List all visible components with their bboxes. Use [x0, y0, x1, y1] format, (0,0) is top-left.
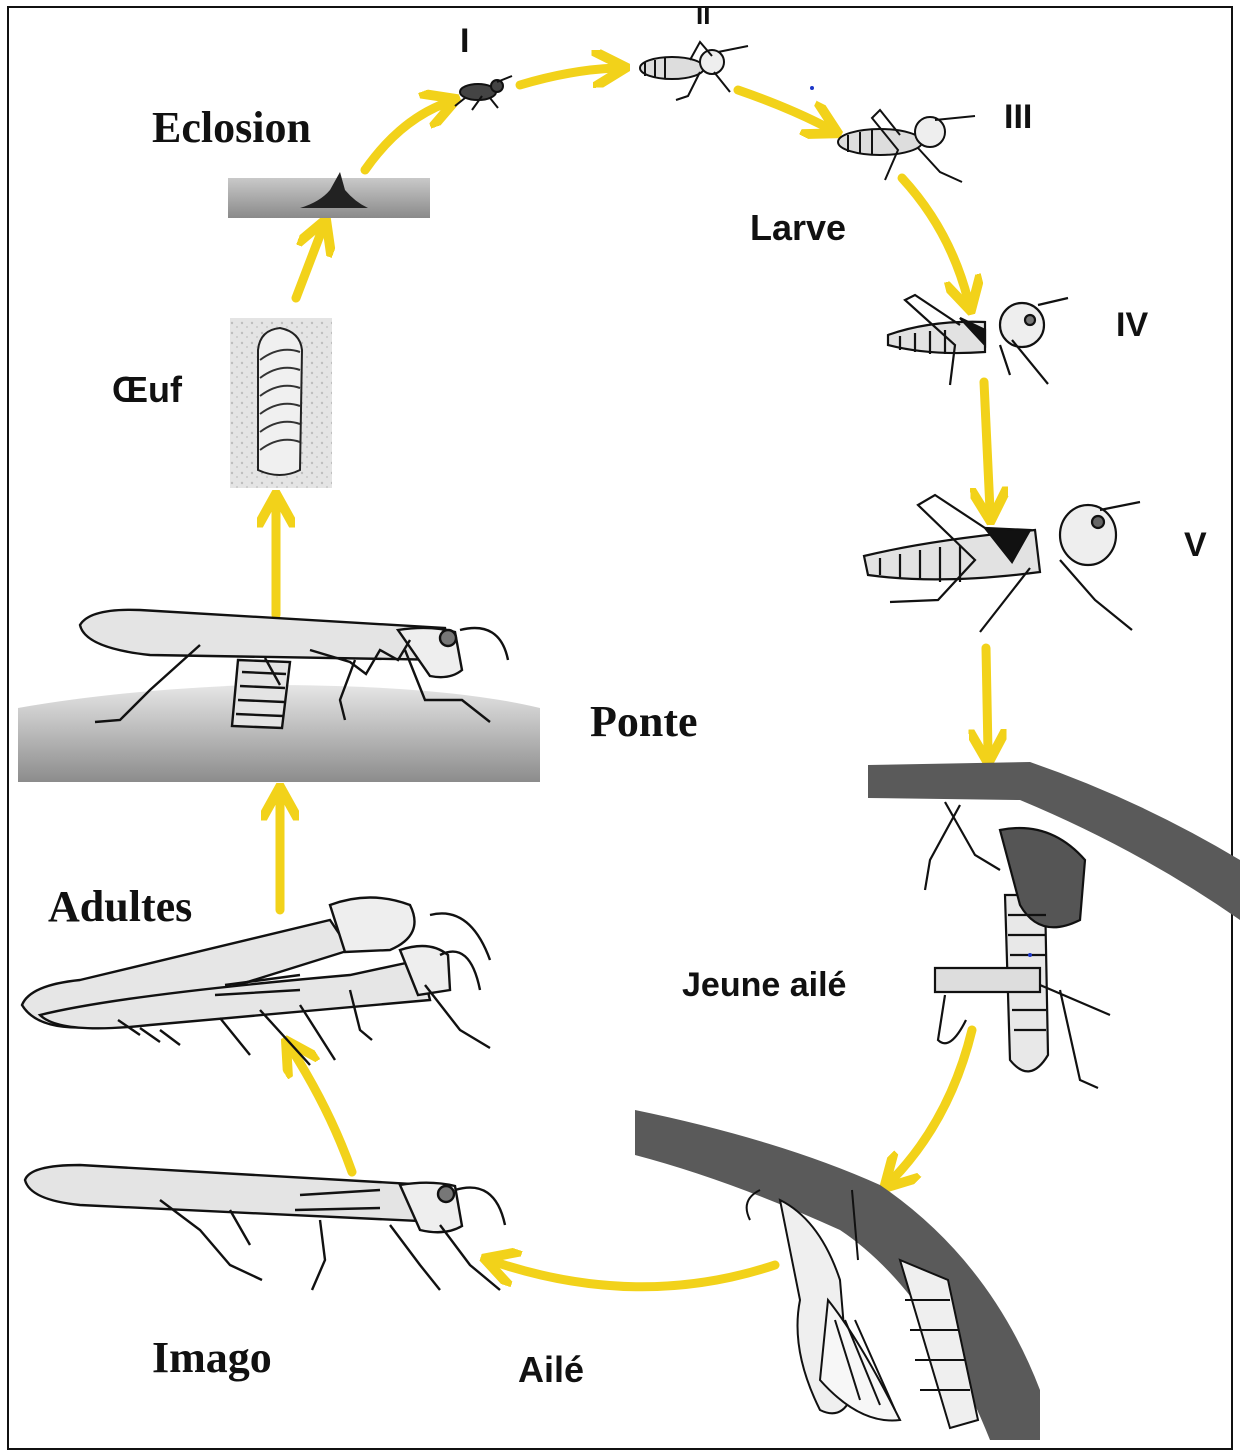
arrow-instar-5-to-molt	[986, 648, 988, 752]
egg-pod-illustration	[230, 318, 332, 488]
arrow-egg-to-eclosion	[296, 230, 322, 298]
instar-4-illustration	[888, 295, 1068, 385]
instar-1-illustration	[455, 76, 512, 110]
imago-illustration	[25, 1165, 505, 1290]
label-oeuf: Œuf	[112, 372, 182, 408]
label-imago: Imago	[152, 1336, 272, 1380]
instar-3-illustration	[838, 110, 975, 182]
cycle-arrows	[276, 68, 990, 1287]
arrow-aile-to-imago	[495, 1262, 775, 1287]
label-instar-4: IV	[1116, 308, 1148, 342]
arrow-jeune-aile-to-aile	[892, 1030, 972, 1180]
label-instar-3: III	[1004, 100, 1032, 134]
label-eclosion: Eclosion	[152, 106, 311, 150]
label-larve: Larve	[750, 210, 846, 246]
label-ponte: Ponte	[590, 700, 698, 744]
arrow-instar-3-to-4	[902, 178, 968, 300]
label-instar-5: V	[1184, 528, 1207, 562]
label-aile: Ailé	[518, 1352, 584, 1388]
emergence-illustration	[635, 1110, 1040, 1440]
instar-2-illustration	[640, 42, 748, 100]
molting-illustration	[868, 762, 1240, 1088]
ponte-illustration	[18, 610, 540, 782]
arrow-eclosion-to-instar-1	[365, 103, 446, 170]
eclosion-illustration	[228, 172, 430, 218]
arrow-instar-1-to-2	[520, 68, 615, 85]
label-instar-1: I	[460, 24, 469, 58]
label-instar-2: II	[696, 2, 710, 28]
label-adultes: Adultes	[48, 885, 192, 929]
arrow-instar-2-to-3	[738, 90, 828, 128]
label-jeune-aile: Jeune ailé	[682, 968, 846, 1002]
arrow-instar-4-to-5	[984, 382, 990, 510]
instar-5-illustration	[864, 495, 1140, 632]
arrow-imago-to-adultes	[292, 1050, 352, 1172]
